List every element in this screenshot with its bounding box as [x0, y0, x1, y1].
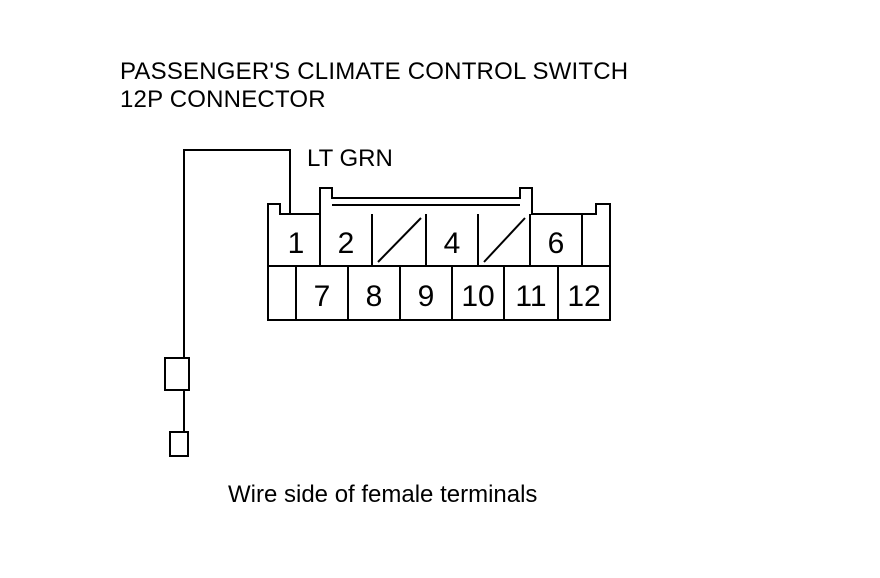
pin-6-label: 6	[548, 227, 565, 260]
pin-12-label: 12	[567, 280, 600, 313]
pin-4-label: 4	[444, 227, 461, 260]
pin-8-label: 8	[366, 280, 383, 313]
empty-cavity-3-slash	[377, 217, 422, 263]
ground-probe-icon	[169, 431, 189, 457]
pin-1-label: 1	[288, 227, 305, 260]
diagram-title-line-1: PASSENGER'S CLIMATE CONTROL SWITCH	[120, 58, 629, 85]
view-caption: Wire side of female terminals	[228, 481, 538, 508]
meter-probe-icon	[164, 357, 190, 391]
empty-cavity-5-slash	[483, 217, 526, 263]
probe-wire	[183, 149, 291, 358]
wire-color-label: LT GRN	[307, 145, 393, 172]
pin-2-label: 2	[338, 227, 355, 260]
diagram-title-line-2: 12P CONNECTOR	[120, 86, 326, 113]
connector-housing	[267, 187, 611, 321]
pin-9-label: 9	[418, 280, 435, 313]
pin-10-label: 10	[461, 280, 494, 313]
pin-7-label: 7	[314, 280, 331, 313]
pin-11-label: 11	[515, 280, 546, 313]
